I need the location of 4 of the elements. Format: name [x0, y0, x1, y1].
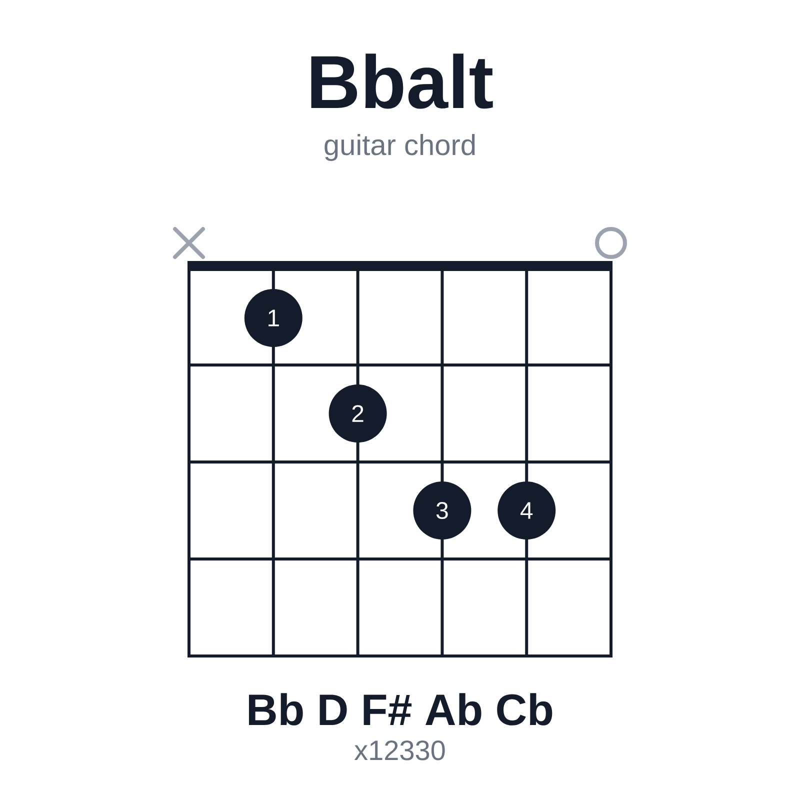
chord-subtitle: guitar chord: [324, 134, 475, 162]
chord-notes: Bb D F# Ab Cb: [248, 693, 552, 726]
fingering-code: x12330: [354, 740, 445, 760]
chord-title: Bbalt: [311, 54, 493, 109]
